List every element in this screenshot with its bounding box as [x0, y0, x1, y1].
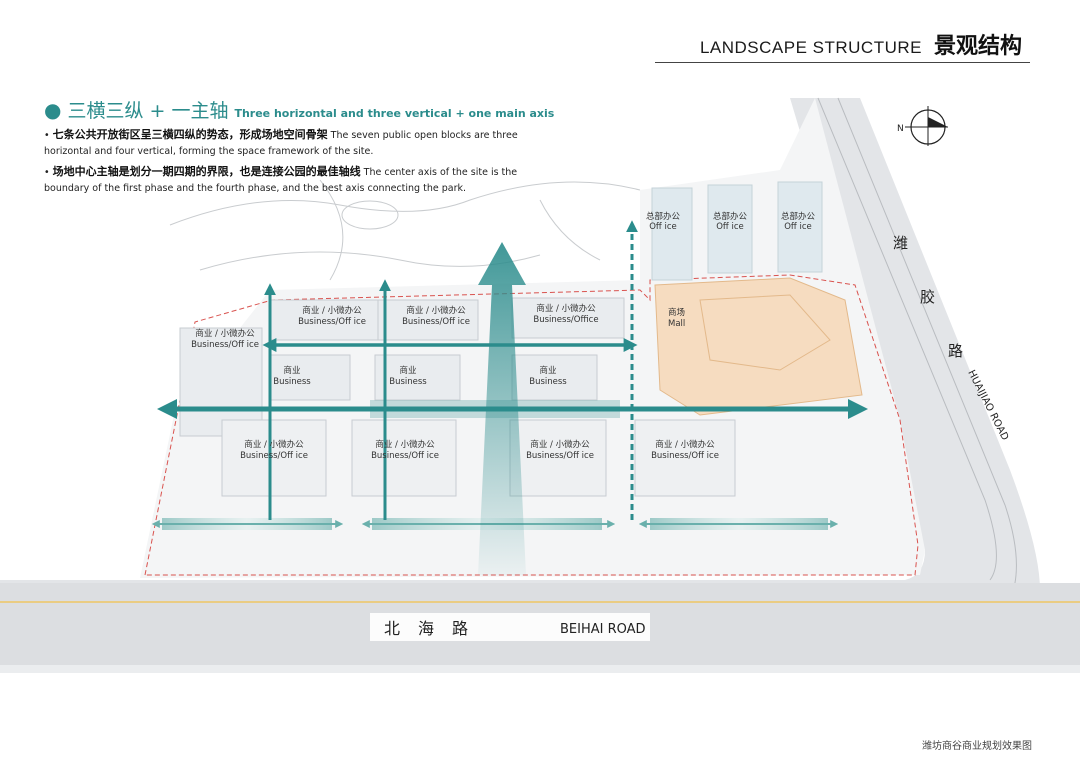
horizontal-axes: [157, 338, 868, 419]
beihai-en: BEIHAI ROAD: [560, 622, 646, 637]
bo-low-en-3: Business/Off ice: [526, 451, 594, 461]
bo-label-en-a: Business/Off ice: [298, 317, 366, 327]
bullet-1-en: The seven public open blocks are three h…: [44, 130, 518, 157]
mall-label-en: Mall: [668, 319, 685, 329]
bo-low-en-1: Business/Off ice: [240, 451, 308, 461]
headline-en: Three horizontal and three vertical + on…: [234, 107, 555, 120]
bullet-1-cn: 七条公共开放街区呈三横四纵的势态，形成场地空间骨架: [52, 128, 328, 141]
bo-label-cn-b: 商业 / 小微办公: [406, 305, 466, 316]
secondary-walk-arrows: [151, 518, 839, 530]
office-label-cn-2: 总部办公: [713, 211, 748, 222]
title-rule: [655, 62, 1030, 63]
north-compass-icon: N: [897, 106, 948, 146]
bullet-1: • 七条公共开放街区呈三横四纵的势态，形成场地空间骨架 The seven pu…: [44, 128, 518, 157]
bo-label-en-d: Business/Off ice: [191, 340, 259, 350]
headline-cn: 三横三纵 + 一主轴: [67, 100, 229, 122]
beihai-label-plate: [370, 613, 650, 641]
bo-label-en-c: Business/Office: [533, 315, 598, 325]
huajiao-cn-2: 胶: [920, 288, 935, 306]
office-label-en-1: Off ice: [649, 222, 677, 232]
huajiao-cn-1: 潍: [893, 234, 908, 252]
bo-low-en-2: Business/Off ice: [371, 451, 439, 461]
biz-label-cn-1: 商业: [283, 365, 300, 376]
bo-label-cn-d: 商业 / 小微办公: [195, 328, 255, 339]
beihai-cn: 北海路: [384, 619, 486, 638]
axis-headline: ● 三横三纵 + 一主轴 Three horizontal and three …: [44, 96, 564, 123]
bo-low-en-4: Business/Off ice: [651, 451, 719, 461]
bo-low-cn-4: 商业 / 小微办公: [655, 439, 715, 450]
page-title: LANDSCAPE STRUCTURE 景观结构: [700, 28, 1022, 60]
mall-roof-lines: [699, 294, 831, 371]
bo-low-cn-1: 商业 / 小微办公: [244, 439, 304, 450]
title-english: LANDSCAPE STRUCTURE: [699, 38, 922, 57]
office-label-en-3: Off ice: [784, 222, 812, 232]
bo-label-cn-a: 商业 / 小微办公: [302, 305, 362, 316]
business-office-lower-labels: 商业 / 小微办公 Business/Off ice 商业 / 小微办公 Bus…: [240, 439, 719, 461]
office-labels: 总部办公 Off ice 总部办公 Off ice 总部办公 Off ice: [646, 211, 816, 232]
site-boundary: [144, 274, 919, 576]
biz-label-cn-2: 商业: [399, 365, 416, 376]
mall-block: [654, 277, 863, 416]
title-chinese: 景观结构: [933, 34, 1022, 59]
biz-label-cn-3: 商业: [539, 365, 556, 376]
compass-label: N: [897, 124, 904, 134]
office-label-cn-1: 总部办公: [646, 211, 681, 222]
figure-caption: 潍坊商谷商业规划效果图: [922, 741, 1032, 752]
structure-notes: ● 三横三纵 + 一主轴 Three horizontal and three …: [44, 96, 564, 197]
office-label-cn-3: 总部办公: [781, 211, 816, 222]
bo-low-cn-3: 商业 / 小微办公: [530, 439, 590, 450]
bullet-2: • 场地中心主轴是划分一期四期的界限，也是连接公园的最佳轴线 The cente…: [44, 165, 518, 194]
business-labels: 商业 Business 商业 Business 商业 Business: [273, 365, 567, 387]
bullet-dot-icon: ●: [44, 98, 62, 122]
office-label-en-2: Off ice: [716, 222, 744, 232]
bullet-2-cn: 场地中心主轴是划分一期四期的界限，也是连接公园的最佳轴线: [52, 165, 361, 178]
bo-label-cn-c: 商业 / 小微办公: [536, 303, 596, 314]
biz-label-en-1: Business: [273, 377, 311, 387]
business-office-upper-labels: 商业 / 小微办公 Business/Off ice 商业 / 小微办公 Bus…: [191, 303, 599, 350]
bullet-2-en: The center axis of the site is the bound…: [44, 167, 518, 194]
road-sidewalk: [0, 665, 1080, 673]
office-towers: [651, 181, 823, 281]
biz-label-en-3: Business: [529, 377, 567, 387]
bo-label-en-b: Business/Off ice: [402, 317, 470, 327]
business-office-blocks: [221, 419, 736, 497]
huajiao-cn-3: 路: [948, 342, 963, 360]
bo-low-cn-2: 商业 / 小微办公: [375, 439, 435, 450]
biz-label-en-2: Business: [389, 377, 427, 387]
mall-label-cn: 商场: [668, 307, 685, 318]
